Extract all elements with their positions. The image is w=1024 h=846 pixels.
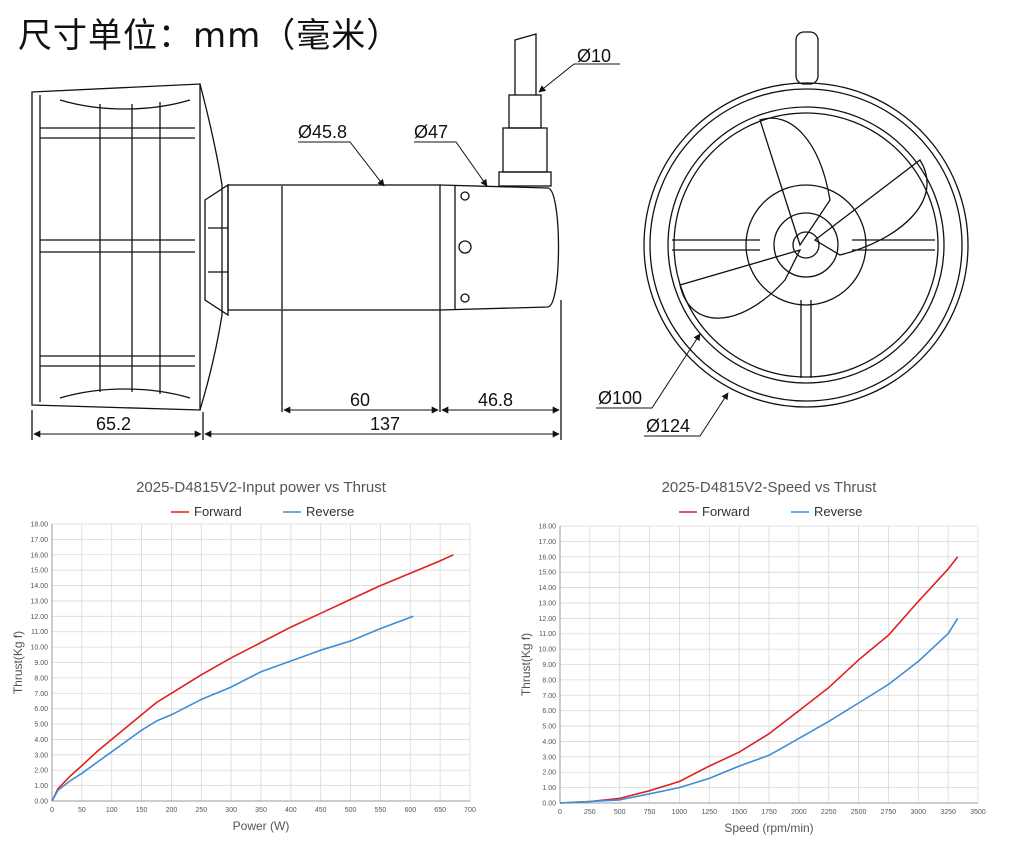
y-tick-label: 1.00 bbox=[34, 783, 48, 790]
dim-46-8: 46.8 bbox=[478, 390, 513, 410]
x-tick-label: 2750 bbox=[881, 809, 897, 816]
dim-d45-8: Ø45.8 bbox=[298, 122, 347, 142]
x-tick-label: 2250 bbox=[821, 809, 837, 816]
dim-d124: Ø124 bbox=[646, 416, 690, 436]
x-axis-label: Power (W) bbox=[233, 819, 290, 833]
dim-65-2: 65.2 bbox=[96, 414, 131, 434]
legend-label-forward: Forward bbox=[194, 504, 242, 519]
y-tick-label: 5.00 bbox=[34, 722, 48, 729]
dim-137: 137 bbox=[370, 414, 400, 434]
y-tick-label: 18.00 bbox=[538, 524, 556, 531]
x-tick-label: 2500 bbox=[851, 809, 867, 816]
series-line-forward bbox=[51, 554, 454, 802]
y-tick-label: 7.00 bbox=[542, 693, 556, 700]
y-tick-label: 10.00 bbox=[538, 647, 556, 654]
y-tick-label: 14.00 bbox=[30, 583, 48, 590]
x-tick-label: 1250 bbox=[701, 809, 717, 816]
dim-d10: Ø10 bbox=[577, 46, 611, 66]
x-tick-label: 0 bbox=[558, 809, 562, 816]
x-tick-label: 1500 bbox=[731, 809, 747, 816]
y-tick-label: 18.00 bbox=[30, 522, 48, 529]
y-tick-label: 2.00 bbox=[542, 770, 556, 777]
x-tick-label: 3500 bbox=[970, 809, 986, 816]
x-tick-label: 250 bbox=[195, 807, 207, 814]
x-tick-label: 400 bbox=[285, 807, 297, 814]
y-tick-label: 7.00 bbox=[34, 691, 48, 698]
legend-label-reverse: Reverse bbox=[306, 504, 354, 519]
y-tick-label: 12.00 bbox=[538, 616, 556, 623]
x-tick-label: 450 bbox=[315, 807, 327, 814]
x-tick-label: 2000 bbox=[791, 809, 807, 816]
unit-title: 尺寸单位：mm（毫米） bbox=[18, 16, 402, 56]
y-tick-label: 14.00 bbox=[538, 585, 556, 592]
x-tick-label: 700 bbox=[464, 807, 476, 814]
y-tick-label: 13.00 bbox=[30, 598, 48, 605]
y-tick-label: 9.00 bbox=[34, 660, 48, 667]
thruster-drawing: Ø10 Ø45.8 Ø47 Ø100 Ø124 60 46.8 65.2 137 bbox=[31, 31, 969, 440]
y-tick-label: 1.00 bbox=[542, 785, 556, 792]
y-tick-label: 16.00 bbox=[30, 552, 48, 559]
x-tick-label: 3000 bbox=[910, 809, 926, 816]
y-tick-label: 8.00 bbox=[542, 677, 556, 684]
x-tick-label: 600 bbox=[404, 807, 416, 814]
y-tick-label: 3.00 bbox=[542, 754, 556, 761]
chart-title: 2025-D4815V2-Speed vs Thrust bbox=[662, 479, 878, 496]
x-tick-label: 550 bbox=[375, 807, 387, 814]
y-tick-label: 15.00 bbox=[30, 568, 48, 575]
dim-d100: Ø100 bbox=[598, 388, 642, 408]
y-tick-label: 17.00 bbox=[538, 539, 556, 546]
x-tick-label: 250 bbox=[584, 809, 596, 816]
x-tick-label: 100 bbox=[106, 807, 118, 814]
y-tick-label: 15.00 bbox=[538, 570, 556, 577]
x-tick-label: 1750 bbox=[761, 809, 777, 816]
y-tick-label: 0.00 bbox=[34, 799, 48, 806]
y-tick-label: 10.00 bbox=[30, 645, 48, 652]
y-tick-label: 4.00 bbox=[34, 737, 48, 744]
x-tick-label: 150 bbox=[136, 807, 148, 814]
y-tick-label: 13.00 bbox=[538, 600, 556, 607]
series-line-forward bbox=[559, 556, 959, 804]
y-axis-label: Thrust(Kg f) bbox=[11, 631, 25, 694]
y-tick-label: 11.00 bbox=[31, 629, 48, 636]
y-tick-label: 16.00 bbox=[538, 554, 556, 561]
y-tick-label: 6.00 bbox=[34, 706, 48, 713]
dim-60: 60 bbox=[350, 390, 370, 410]
legend-label-reverse: Reverse bbox=[814, 504, 862, 519]
y-tick-label: 8.00 bbox=[34, 675, 48, 682]
y-tick-label: 0.00 bbox=[542, 801, 556, 808]
x-tick-label: 500 bbox=[345, 807, 357, 814]
x-tick-label: 300 bbox=[225, 807, 237, 814]
x-tick-label: 500 bbox=[614, 809, 626, 816]
x-tick-label: 1000 bbox=[672, 809, 688, 816]
x-tick-label: 3250 bbox=[940, 809, 956, 816]
legend-label-forward: Forward bbox=[702, 504, 750, 519]
y-axis-label: Thrust(Kg f) bbox=[519, 633, 533, 696]
series-line-reverse bbox=[559, 617, 959, 804]
dim-d47: Ø47 bbox=[414, 122, 448, 142]
x-tick-label: 750 bbox=[644, 809, 656, 816]
series-line-reverse bbox=[51, 615, 414, 802]
y-tick-label: 6.00 bbox=[542, 708, 556, 715]
chart-title: 2025-D4815V2-Input power vs Thrust bbox=[136, 479, 387, 496]
x-tick-label: 650 bbox=[434, 807, 446, 814]
y-tick-label: 2.00 bbox=[34, 768, 48, 775]
y-tick-label: 5.00 bbox=[542, 724, 556, 731]
x-tick-label: 0 bbox=[50, 807, 54, 814]
x-axis-label: Speed (rpm/min) bbox=[724, 821, 813, 835]
y-tick-label: 4.00 bbox=[542, 739, 556, 746]
y-tick-label: 9.00 bbox=[542, 662, 556, 669]
x-tick-label: 50 bbox=[78, 807, 86, 814]
power-thrust-chart: 2025-D4815V2-Input power vs ThrustForwar… bbox=[11, 479, 476, 833]
y-tick-label: 3.00 bbox=[34, 752, 48, 759]
y-tick-label: 11.00 bbox=[539, 631, 556, 638]
x-tick-label: 200 bbox=[166, 807, 178, 814]
x-tick-label: 350 bbox=[255, 807, 267, 814]
y-tick-label: 17.00 bbox=[30, 537, 48, 544]
y-tick-label: 12.00 bbox=[30, 614, 48, 621]
